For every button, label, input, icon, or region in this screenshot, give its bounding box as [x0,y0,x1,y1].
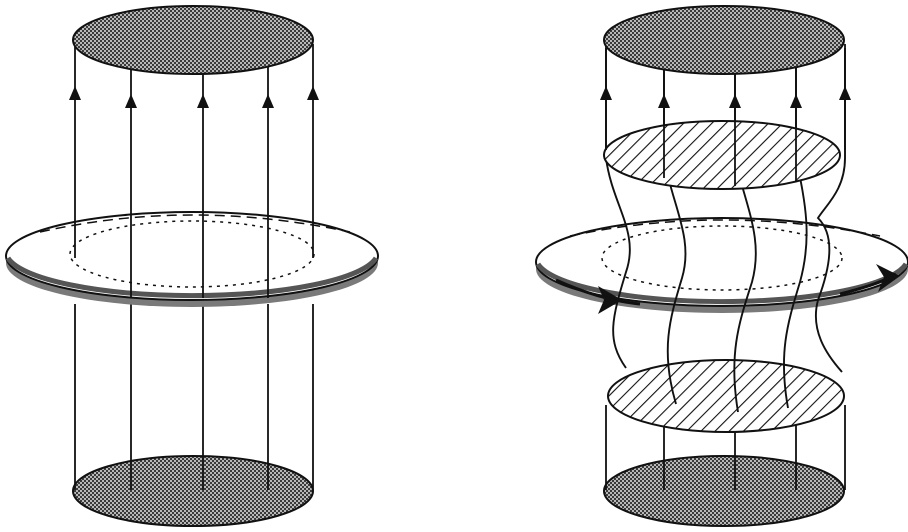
arrowhead-icon [197,94,209,108]
top-plate [604,6,844,74]
arrowhead-icon [125,94,137,108]
flux-disk [536,218,908,313]
upper-twist-section [604,121,840,189]
arrowheads [69,86,319,108]
panel-right [536,6,908,526]
lower-twist-section [608,360,844,432]
arrowheads [600,86,851,108]
arrowhead-icon [839,86,851,100]
arrowhead-icon [600,86,612,100]
arrowhead-icon [790,94,802,108]
arrowhead-icon [307,86,319,100]
bottom-plate [73,456,313,526]
arrowhead-icon [729,94,741,108]
flux-disk [6,212,378,307]
arrowhead-icon [262,94,274,108]
arrowhead-icon [658,94,670,108]
top-plate [73,6,313,74]
arrowhead-icon [69,86,81,100]
panel-left [6,6,378,526]
bottom-plate [604,456,844,526]
